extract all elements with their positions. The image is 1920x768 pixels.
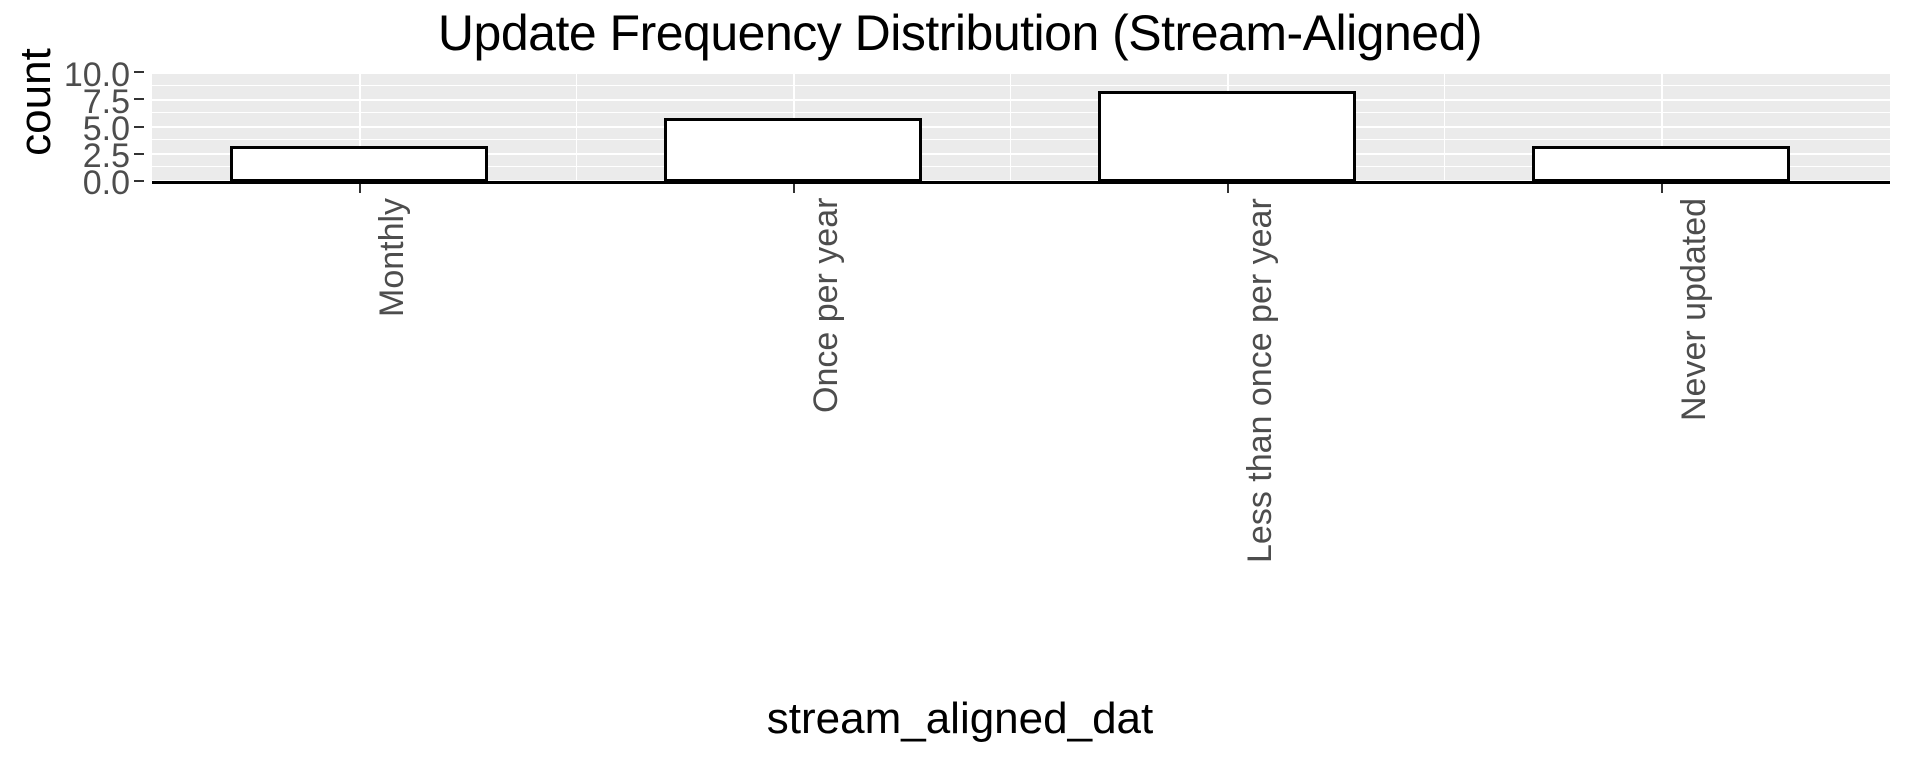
x-tick-label-less-than-once-per-year: Less than once per year: [1241, 198, 1279, 563]
vgridline-major-never-updated: [1661, 72, 1663, 182]
vgridline-major-monthly: [359, 72, 361, 182]
bar-monthly: [230, 146, 488, 182]
vgridline-minor-2: [1010, 72, 1011, 182]
gridline-minor-3-75: [152, 139, 1890, 140]
x-tick-label-once-per-year: Once per year: [807, 197, 845, 413]
y-tick-mark-10: [134, 71, 144, 73]
x-tick-mark-monthly: [359, 184, 361, 193]
y-axis-tick-labels: 10.0 7.5 5.0 2.5 0.0: [0, 0, 152, 768]
gridline-major-7-5: [152, 99, 1890, 101]
y-tick-mark-0: [134, 180, 144, 182]
x-axis-title: stream_aligned_dat: [766, 694, 1154, 743]
gridline-minor-8-75: [152, 85, 1890, 86]
y-tick-label-2-5: 2.5: [82, 137, 130, 175]
gridline-minor-6-25: [152, 112, 1890, 113]
x-tick-mark-once-per-year: [793, 184, 795, 193]
bar-once-per-year: [664, 118, 922, 182]
y-tick-mark-2-5: [134, 153, 144, 155]
y-tick-label-7-5: 7.5: [82, 83, 130, 121]
x-axis-line: [152, 181, 1890, 184]
gridline-minor-1-25: [152, 166, 1890, 167]
chart-title: Update Frequency Distribution (Stream-Al…: [437, 5, 1483, 61]
gridline-major-10: [152, 72, 1890, 74]
gridline-major-2-5: [152, 153, 1890, 155]
x-tick-mark-never-updated: [1661, 184, 1663, 193]
gridline-major-5: [152, 126, 1890, 128]
y-tick-label-5: 5.0: [82, 110, 130, 148]
y-tick-label-10: 10.0: [63, 56, 130, 94]
bar-less-than-once-per-year: [1098, 91, 1356, 182]
vgridline-minor-1: [576, 72, 577, 182]
y-tick-mark-7-5: [134, 98, 144, 100]
vgridline-minor-3: [1444, 72, 1445, 182]
x-tick-label-monthly: Monthly: [373, 197, 411, 317]
plot-panel: [152, 72, 1890, 182]
bar-never-updated: [1532, 146, 1790, 182]
x-tick-label-never-updated: Never updated: [1675, 197, 1713, 421]
x-tick-mark-less-than-once-per-year: [1227, 184, 1229, 193]
y-tick-mark-5: [134, 126, 144, 128]
y-tick-label-0: 0.0: [82, 164, 130, 202]
